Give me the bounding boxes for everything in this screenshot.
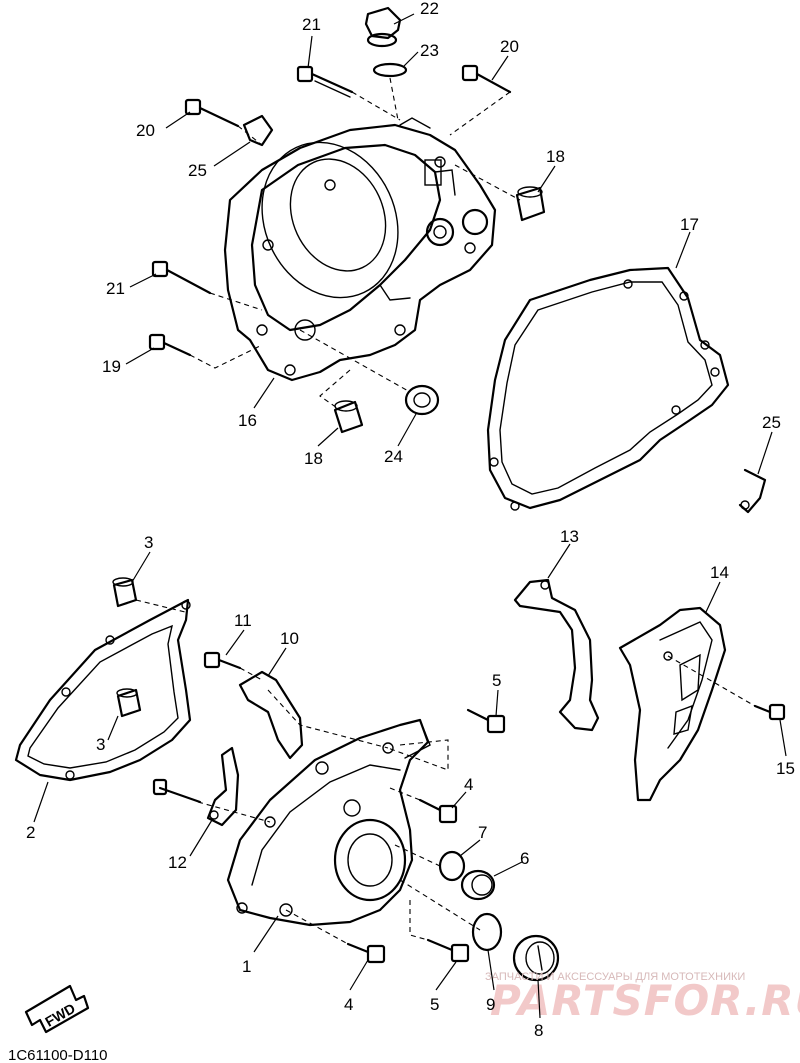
callout-23: 23 <box>420 41 439 60</box>
dowel-18-lower <box>333 400 364 434</box>
callout-25-right: 25 <box>762 413 781 432</box>
leader-lines <box>33 13 787 1019</box>
callout-22: 22 <box>420 0 439 18</box>
callout-5-lower: 5 <box>430 995 439 1014</box>
callout-4-upper: 4 <box>464 775 473 794</box>
callout-9: 9 <box>486 995 495 1014</box>
callout-18-lower: 18 <box>304 449 323 468</box>
callout-14: 14 <box>710 563 729 582</box>
callout-12: 12 <box>168 853 187 872</box>
crankcase-cover-part-1 <box>226 718 431 927</box>
callout-8: 8 <box>534 1021 543 1040</box>
callout-16: 16 <box>238 411 257 430</box>
callout-21-top: 21 <box>302 15 321 34</box>
callout-19: 19 <box>102 357 121 376</box>
bolt-20-left <box>184 98 240 128</box>
callout-4-lower: 4 <box>344 995 353 1014</box>
bolt-19 <box>148 333 192 357</box>
bolt-21-top <box>296 65 354 98</box>
callout-1: 1 <box>242 957 251 976</box>
gasket-part-17 <box>486 266 730 511</box>
callout-18-upper: 18 <box>546 147 565 166</box>
callout-20-left: 20 <box>136 121 155 140</box>
cover-part-14 <box>618 606 727 802</box>
callout-3-lower: 3 <box>96 735 105 754</box>
fwd-label: FWD <box>42 1000 78 1030</box>
holder-13 <box>513 578 600 732</box>
clip-25-right <box>738 468 767 514</box>
watermark-brand: PARTSFOR.RU <box>490 976 800 1025</box>
callout-3-upper: 3 <box>144 533 153 552</box>
callout-11: 11 <box>234 611 252 630</box>
callout-10: 10 <box>280 629 299 648</box>
watermark-tagline: ЗАПЧАСТИ И АКСЕССУАРЫ ДЛЯ МОТОТЕХНИКИ <box>485 971 745 983</box>
o-ring-9 <box>471 912 503 952</box>
callout-15: 15 <box>776 759 795 778</box>
bolt-11 <box>203 651 242 670</box>
dowel-3-lower <box>116 688 142 718</box>
dowel-18-upper <box>515 186 546 222</box>
oil-filler-cap-22 <box>364 6 402 48</box>
diagram-code: 1C61100-D110 <box>8 1047 108 1063</box>
callout-24: 24 <box>384 447 403 466</box>
bracket-10 <box>238 670 304 760</box>
callouts: 21 22 23 20 20 25 18 17 21 19 16 18 24 2… <box>26 0 795 1040</box>
bolt-15 <box>753 703 786 721</box>
bracket-12 <box>152 746 240 827</box>
plug-6 <box>460 869 496 901</box>
clip-25-upper <box>242 114 274 147</box>
bolt-5-upper <box>466 708 506 734</box>
callout-25-upper: 25 <box>188 161 207 180</box>
callout-2: 2 <box>26 823 35 842</box>
watermark-logo: ЗАПЧАСТИ И АКСЕССУАРЫ ДЛЯ МОТОТЕХНИКИ PA… <box>485 971 800 1025</box>
o-ring-23 <box>372 62 408 78</box>
callout-20-right: 20 <box>500 37 519 56</box>
plug-8 <box>512 934 560 982</box>
bolt-20-right <box>461 64 512 94</box>
callout-6: 6 <box>520 849 529 868</box>
gasket-part-2 <box>14 598 192 782</box>
bolt-4-lower <box>346 942 386 964</box>
crankcase-cover-part-16 <box>223 117 497 382</box>
oil-seal-24 <box>404 384 440 416</box>
callout-5-upper: 5 <box>492 671 501 690</box>
forward-direction-arrow-icon: FWD <box>24 984 90 1034</box>
bolt-4-upper <box>418 798 458 824</box>
callout-17: 17 <box>680 215 699 234</box>
bolt-21-left <box>151 260 212 295</box>
callout-21-left: 21 <box>106 279 125 298</box>
bolt-5-lower <box>426 938 470 963</box>
callout-7: 7 <box>478 823 487 842</box>
callout-13: 13 <box>560 527 579 546</box>
